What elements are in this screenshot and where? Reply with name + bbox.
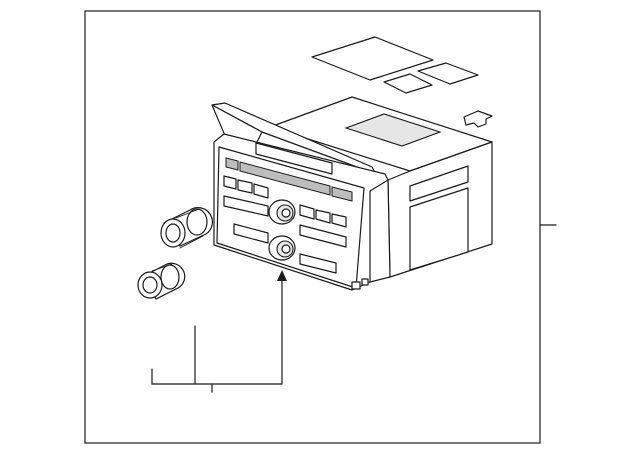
radio-unit <box>211 96 493 291</box>
lower-knob-shaft <box>268 235 296 261</box>
knob-lower <box>137 262 186 300</box>
upper-knob-shaft <box>268 199 296 225</box>
knob-upper <box>160 206 213 249</box>
label-large <box>311 36 434 81</box>
arrow-head <box>277 270 287 281</box>
diagram-frame <box>84 10 541 444</box>
clip <box>463 110 493 128</box>
callout-leaders <box>151 270 287 393</box>
label-small-left <box>383 73 433 94</box>
label-small-right <box>417 62 479 85</box>
